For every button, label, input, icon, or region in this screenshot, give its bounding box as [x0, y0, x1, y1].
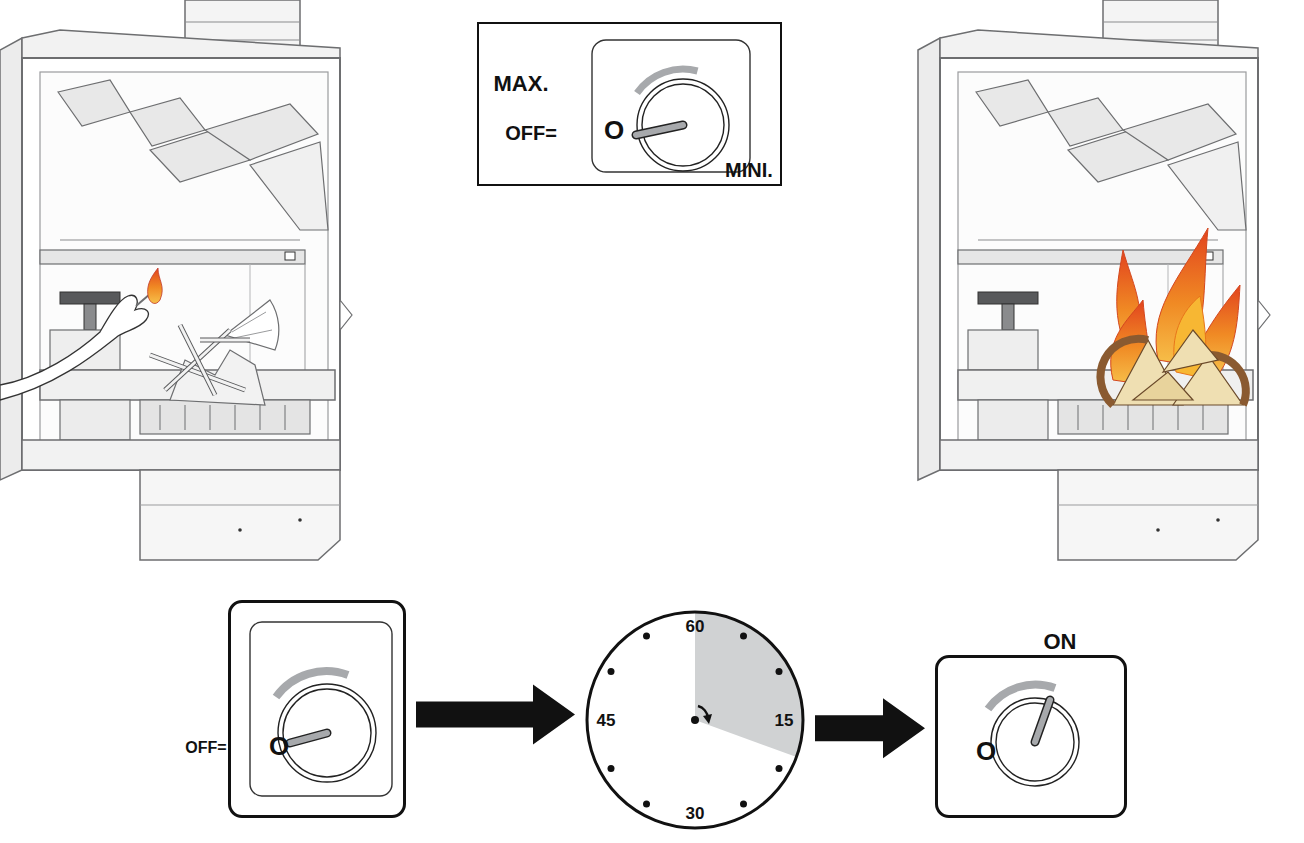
clock-circle — [587, 612, 803, 828]
off-symbol: O — [269, 733, 289, 759]
setting-label: MINI. — [725, 160, 773, 180]
control-panel: MAX. OFF= O MINI. — [477, 22, 782, 186]
minute-number: 45 — [597, 712, 616, 729]
minute-number: 15 — [775, 712, 794, 729]
setting-label: MAX. — [494, 73, 549, 95]
control-panel: OFF=O — [228, 600, 406, 818]
minute-number: 60 — [686, 618, 705, 635]
off-symbol: O — [604, 117, 624, 143]
clock-face: 60 15 30 45 — [585, 610, 805, 830]
clock-outline — [585, 610, 805, 830]
setting-label: ON — [1044, 631, 1077, 653]
step-arrow — [815, 698, 925, 758]
step-arrow — [416, 685, 575, 745]
off-symbol: O — [976, 738, 996, 764]
minute-number: 30 — [686, 805, 705, 822]
control-panel: ONO — [935, 655, 1127, 818]
setting-label: OFF= — [505, 123, 557, 143]
setting-label: OFF= — [185, 740, 226, 756]
